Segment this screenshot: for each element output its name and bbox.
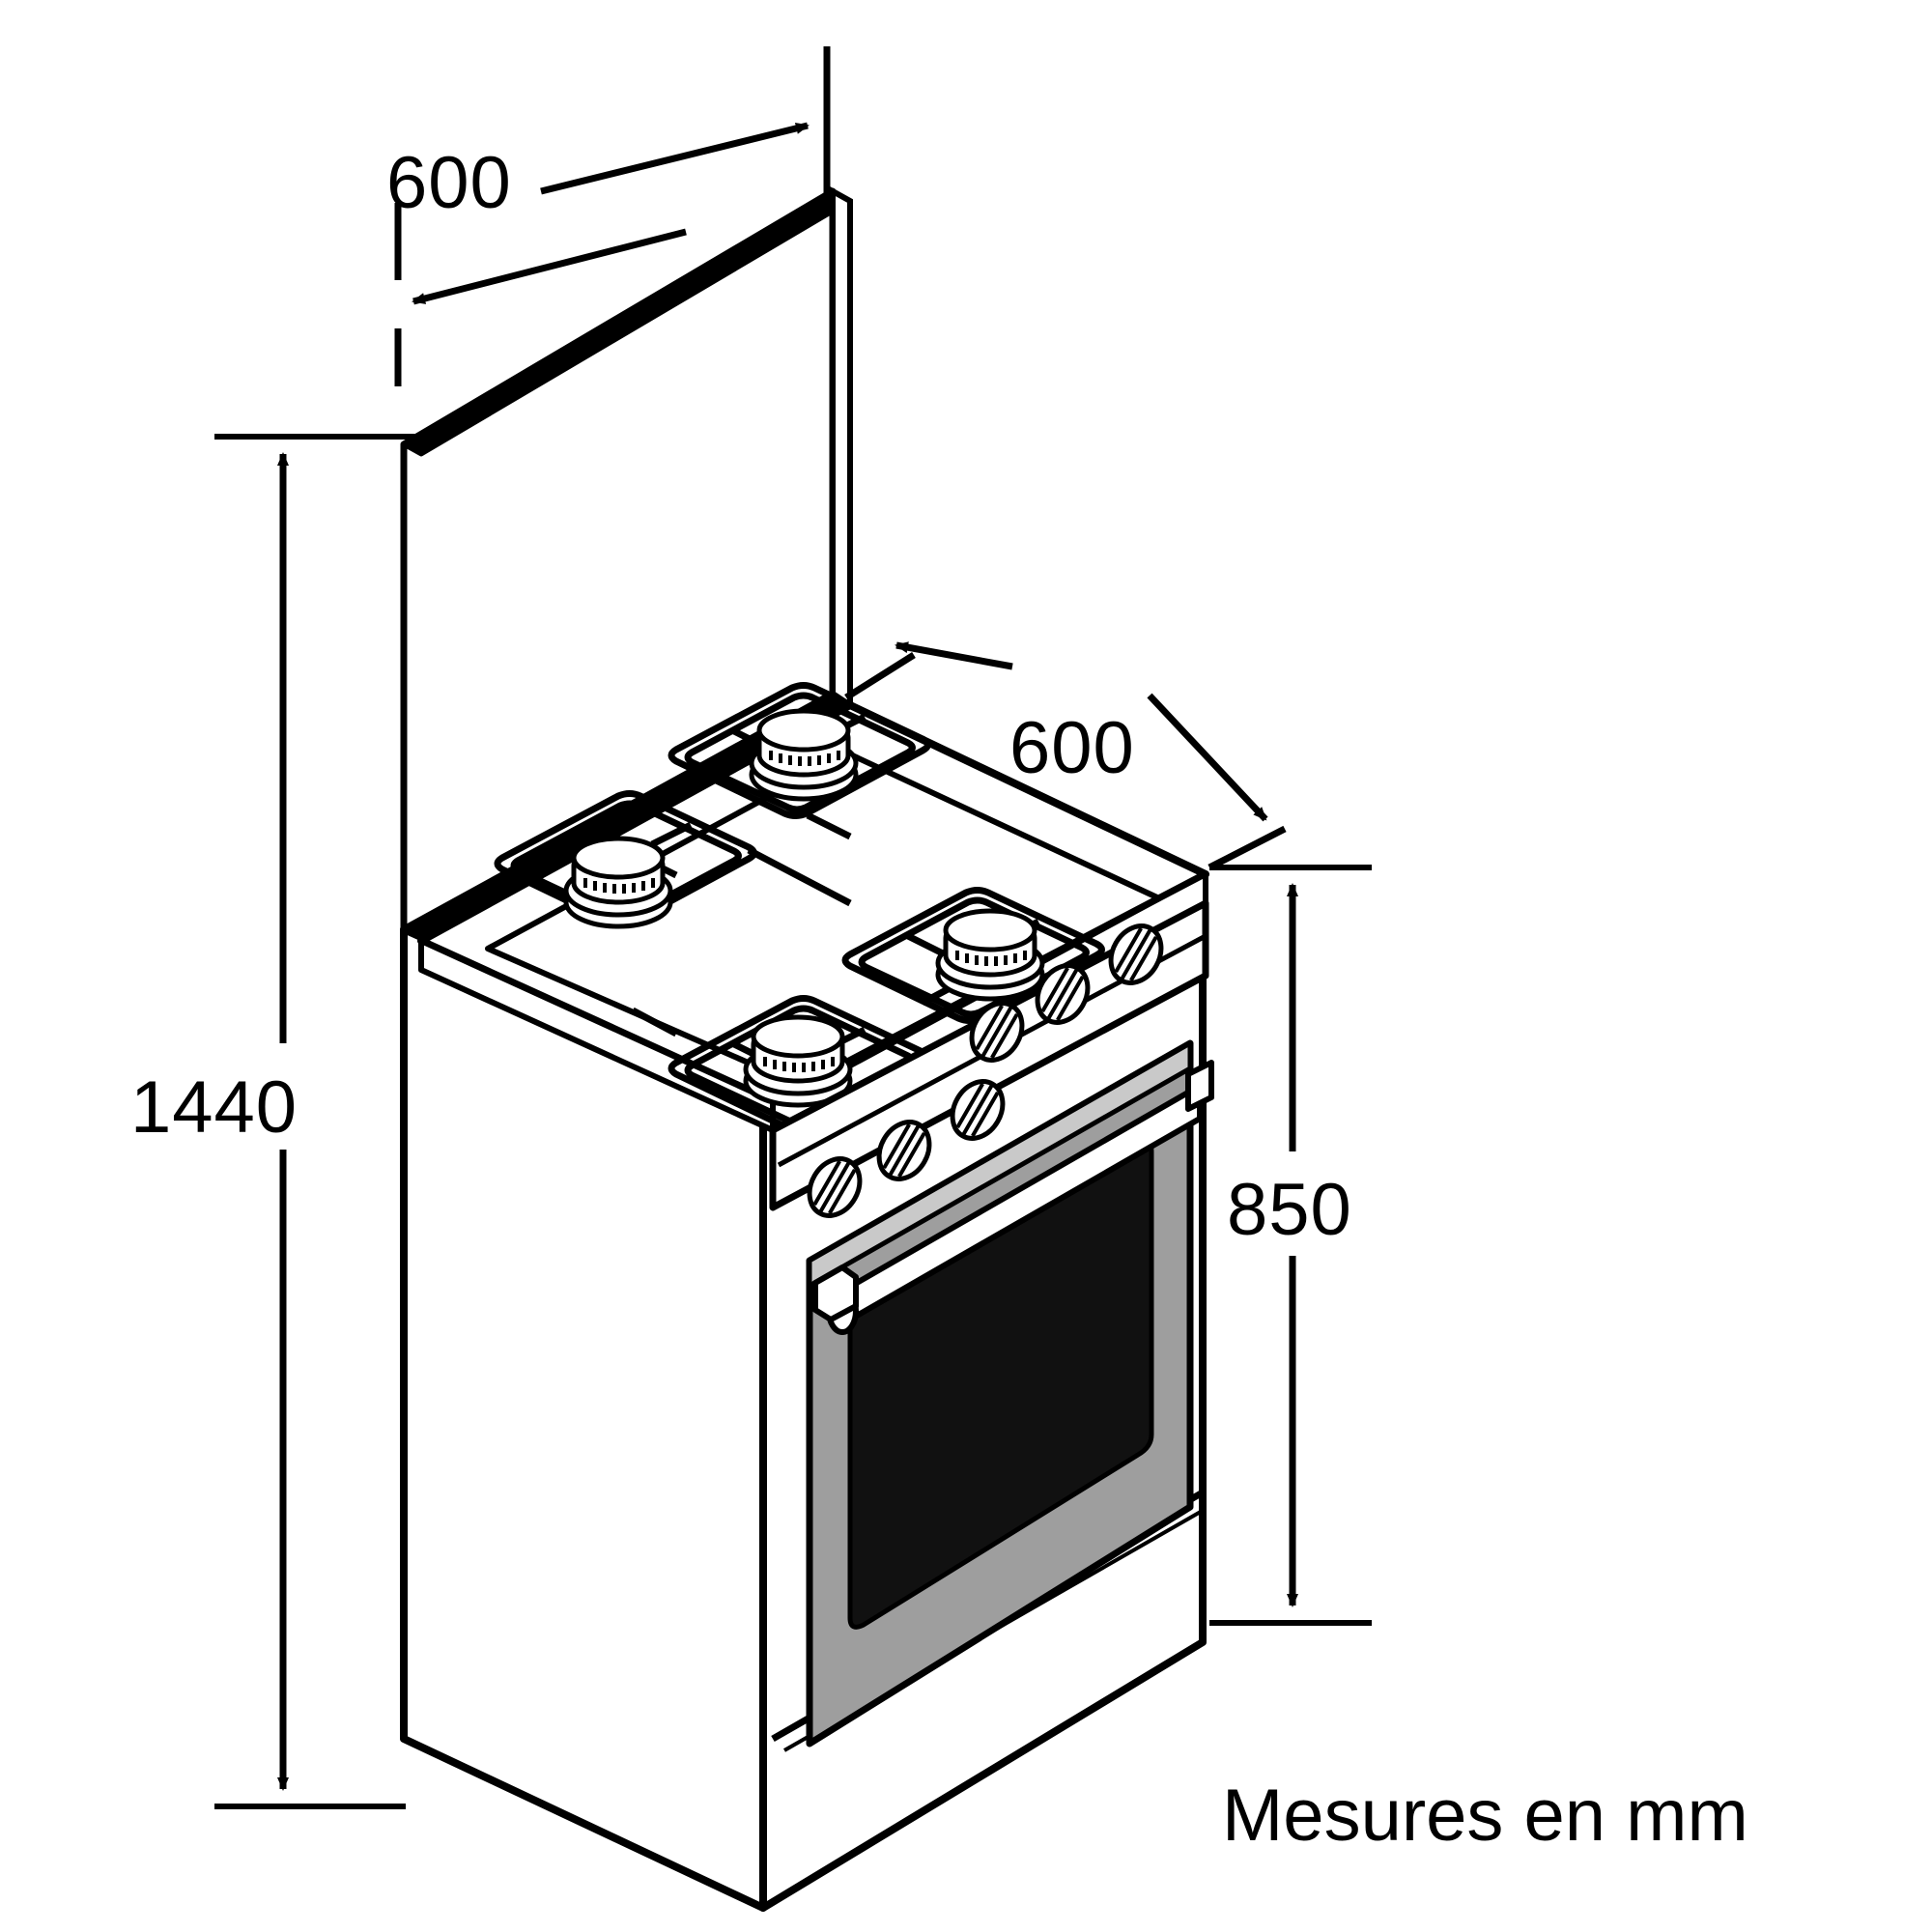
burner-front-left: [566, 838, 670, 926]
dimension-lid-width: 600: [386, 46, 831, 386]
oven-door[interactable]: [806, 1039, 1194, 1747]
burner-rear-left: [752, 711, 856, 799]
dimension-label-lid-width: 600: [386, 142, 512, 224]
dimension-total-height: 1440: [130, 434, 415, 1809]
units-caption: Mesures en mm: [1222, 1775, 1748, 1857]
dimension-label-total-height: 1440: [130, 1066, 298, 1149]
dimension-depth: 600: [844, 641, 1287, 871]
burner-front-right: [938, 911, 1042, 999]
burner-center-front: [746, 1017, 850, 1105]
oven-door-handle[interactable]: [812, 1060, 1214, 1335]
dimension-label-depth: 600: [1009, 707, 1135, 789]
dimension-worktop-height: 850: [1209, 865, 1372, 1626]
dimension-label-worktop-height: 850: [1227, 1169, 1352, 1251]
